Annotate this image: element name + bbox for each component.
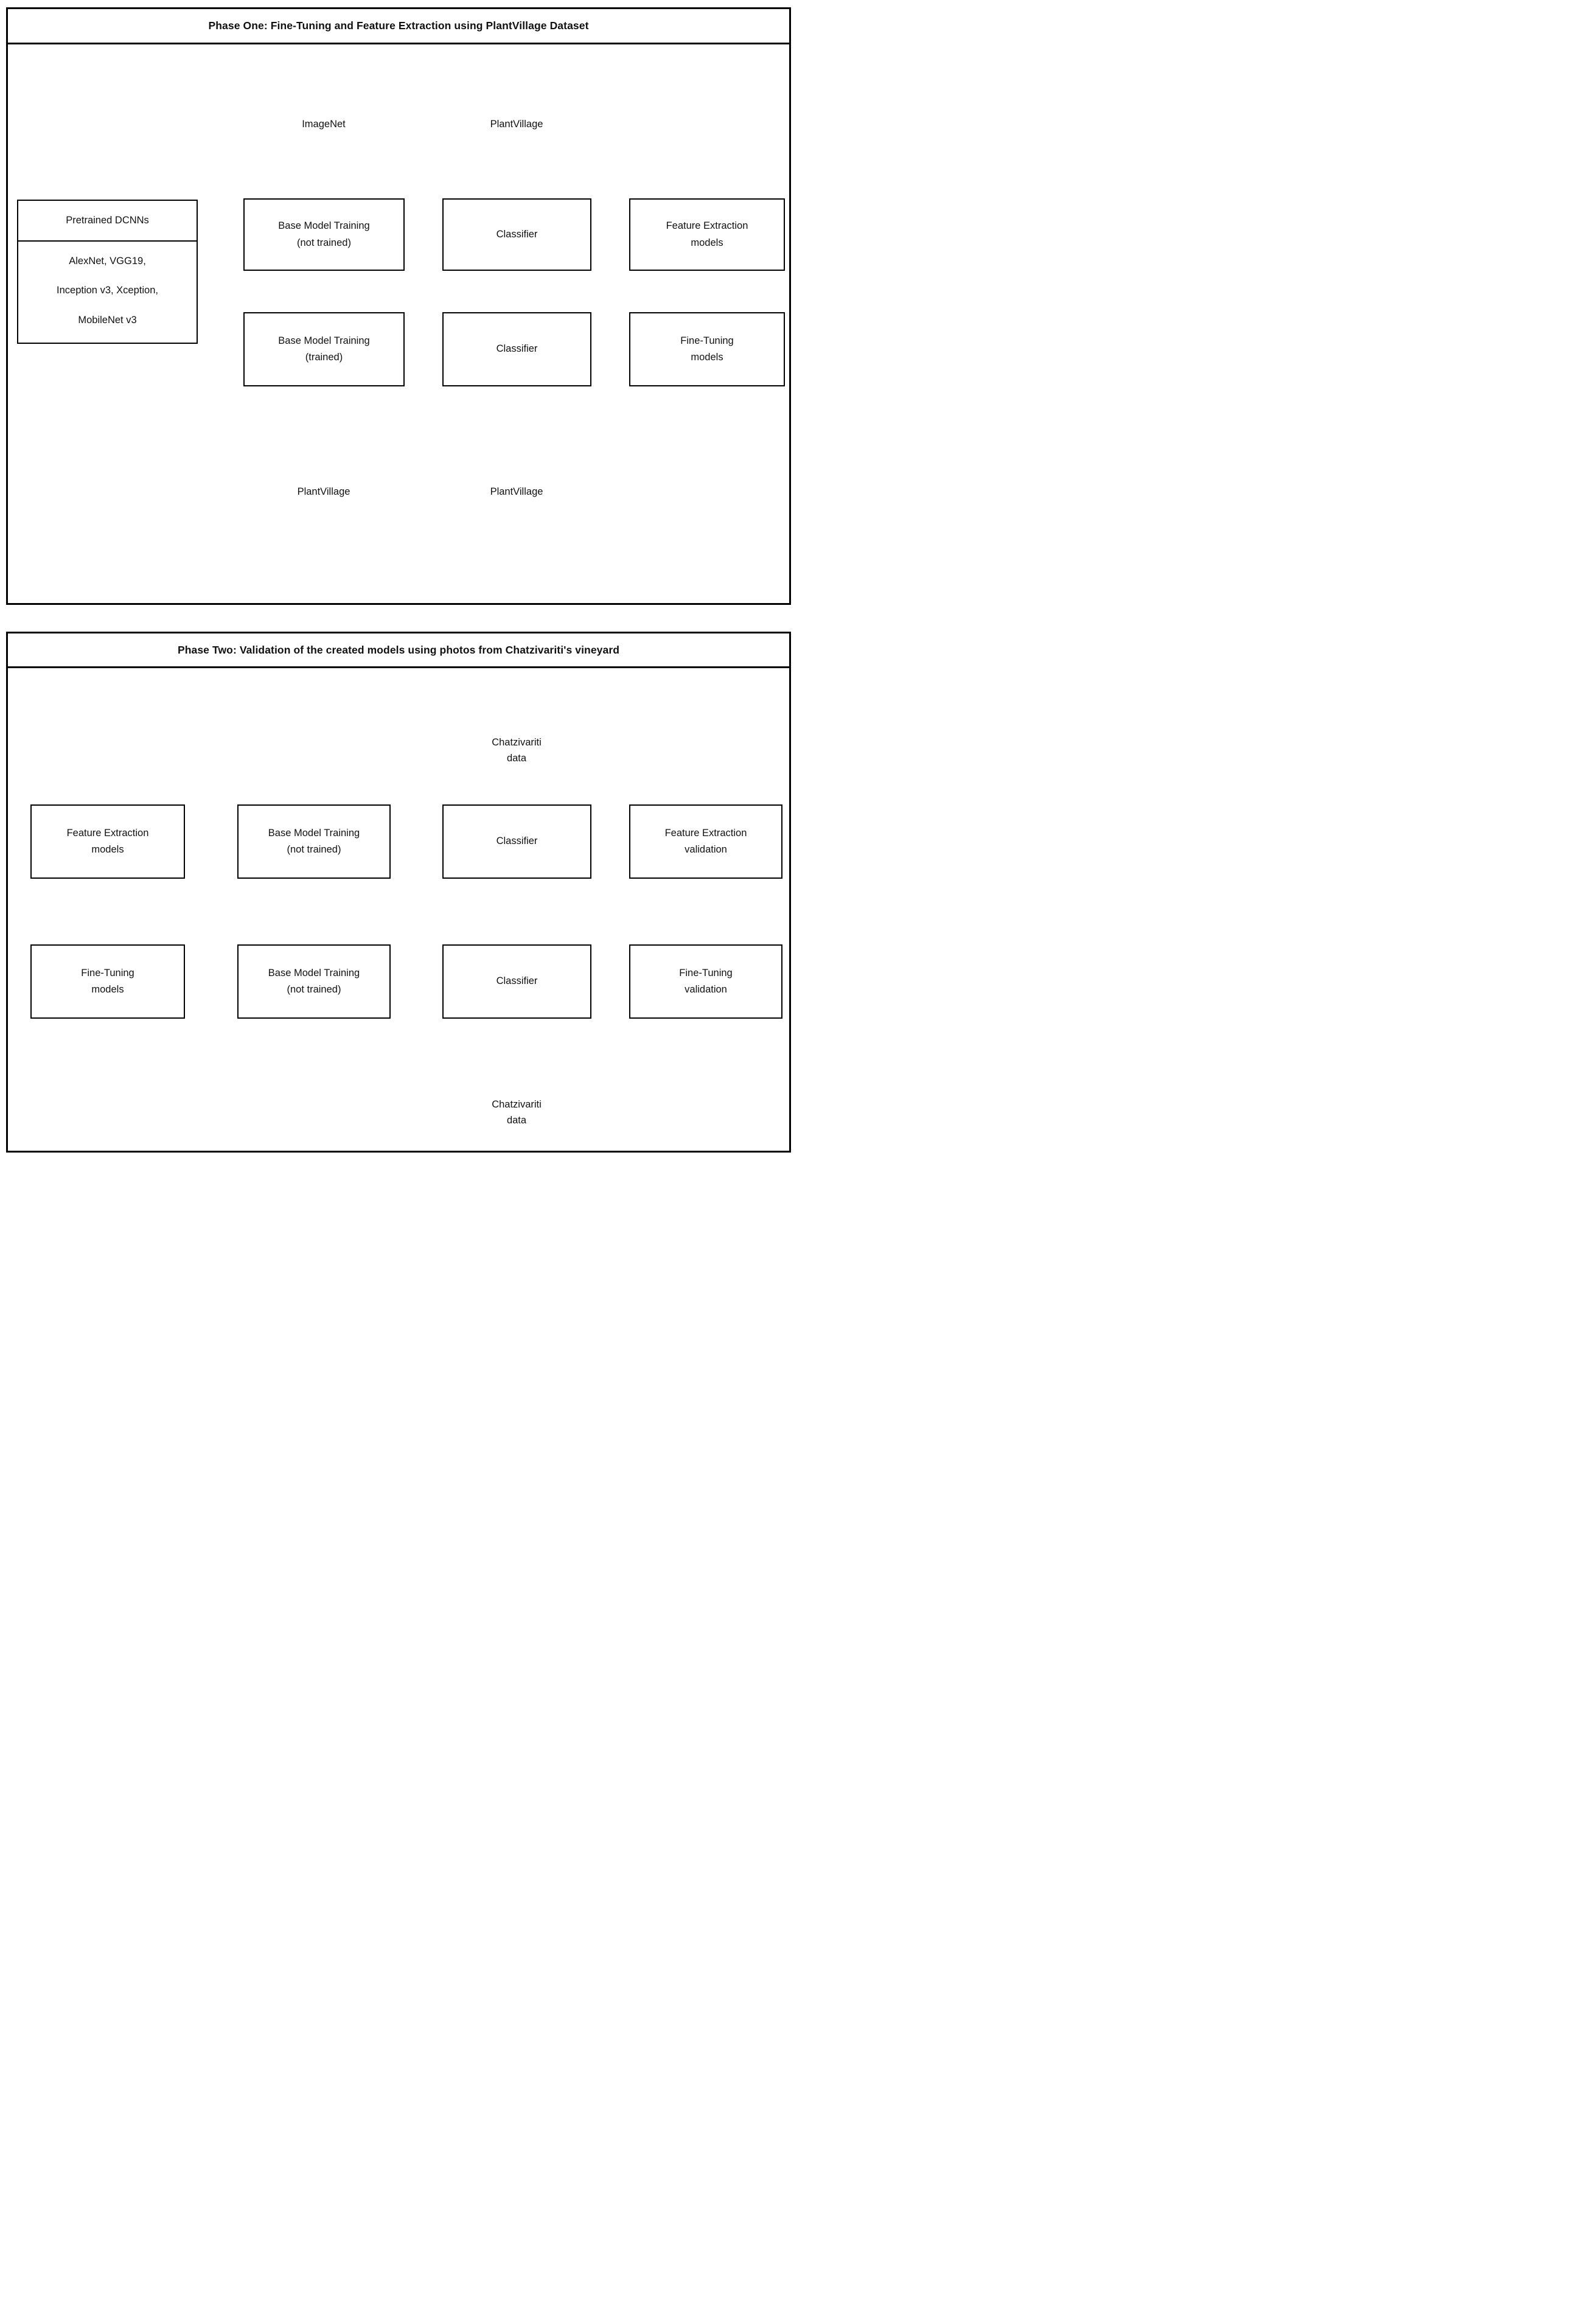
pretrained-dcnns-header: Pretrained DCNNs xyxy=(18,201,197,242)
diagram-canvas: Phase One: Fine-Tuning and Feature Extra… xyxy=(0,0,798,1157)
imagenet-database-label: ImageNet xyxy=(302,119,346,130)
node-fine-tuning-validation-p2: Fine-Tuning validation xyxy=(629,944,782,1019)
node-feature-extraction-models-p2: Feature Extraction models xyxy=(30,804,185,879)
plantvillage-top-database-label: PlantVillage xyxy=(490,119,543,130)
node-base-model-training-not-trained-p1: Base Model Training (not trained) xyxy=(243,198,405,271)
pretrained-dcnns-list: AlexNet, VGG19, Inception v3, Xception, … xyxy=(18,242,197,343)
node-classifier-p2-row1: Classifier xyxy=(442,804,591,879)
node-classifier-p1-row1: Classifier xyxy=(442,198,591,271)
pretrained-dcnns-box: Pretrained DCNNs AlexNet, VGG19, Incepti… xyxy=(17,200,198,344)
node-fine-tuning-models-p2: Fine-Tuning models xyxy=(30,944,185,1019)
pretrained-model-line-1: AlexNet, VGG19, xyxy=(69,255,146,267)
pretrained-model-line-3: MobileNet v3 xyxy=(78,315,137,326)
plantvillage-bottom-right-database-label: PlantVillage xyxy=(490,486,543,497)
node-feature-extraction-validation-p2: Feature Extraction validation xyxy=(629,804,782,879)
node-base-model-training-trained-p1: Base Model Training (trained) xyxy=(243,312,405,386)
node-classifier-p1-row2: Classifier xyxy=(442,312,591,386)
node-feature-extraction-models-p1: Feature Extraction models xyxy=(629,198,785,271)
phase-two-panel: Phase Two: Validation of the created mod… xyxy=(6,632,791,1153)
chatzivariti-top-database-label: Chatzivariti data xyxy=(492,737,542,764)
node-fine-tuning-models-p1: Fine-Tuning models xyxy=(629,312,785,386)
node-base-model-training-not-trained-p2-row1: Base Model Training (not trained) xyxy=(237,804,391,879)
node-base-model-training-not-trained-p2-row2: Base Model Training (not trained) xyxy=(237,944,391,1019)
phase-one-title: Phase One: Fine-Tuning and Feature Extra… xyxy=(8,9,789,44)
plantvillage-bottom-left-database-label: PlantVillage xyxy=(297,486,350,497)
phase-two-title: Phase Two: Validation of the created mod… xyxy=(8,633,789,668)
pretrained-model-line-2: Inception v3, Xception, xyxy=(57,285,158,296)
node-classifier-p2-row2: Classifier xyxy=(442,944,591,1019)
chatzivariti-bottom-database-label: Chatzivariti data xyxy=(492,1099,542,1126)
